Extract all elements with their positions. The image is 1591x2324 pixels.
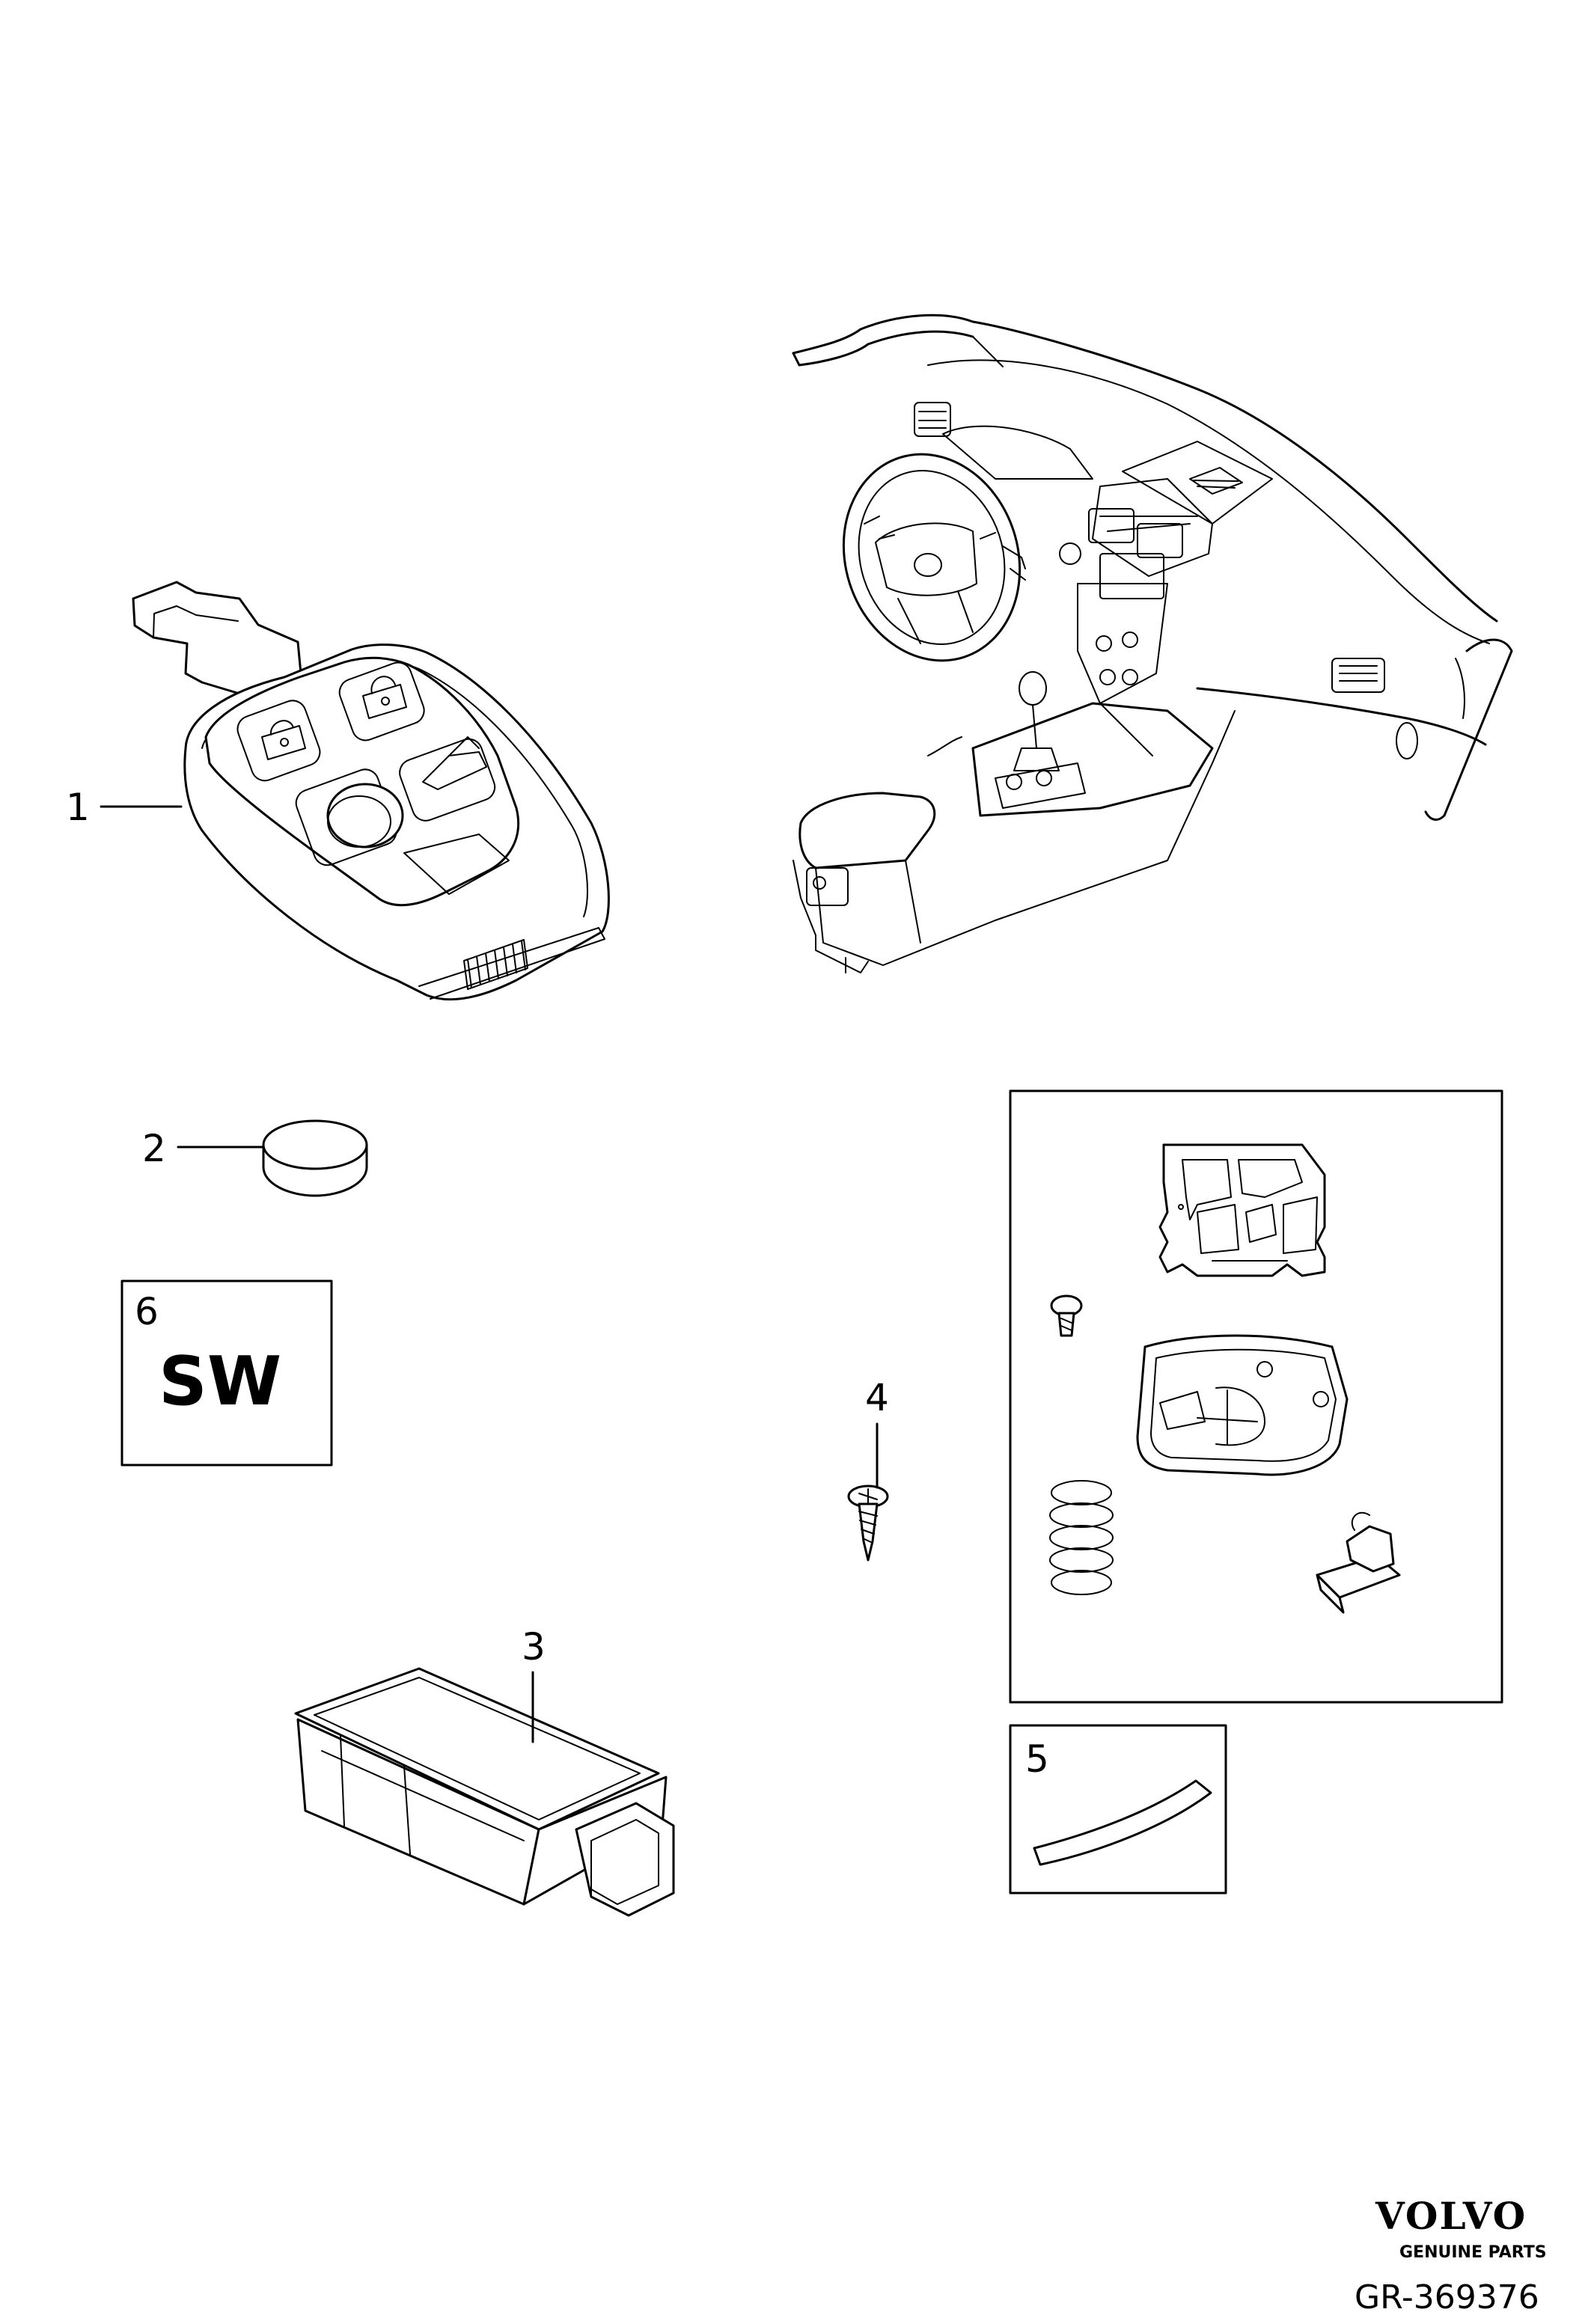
callout-3: 3 — [522, 1625, 546, 1669]
callout-6: 6 — [135, 1290, 159, 1333]
callout-4: 4 — [865, 1376, 889, 1419]
spring — [1049, 1480, 1114, 1595]
label-strip-illustration — [1033, 1779, 1212, 1866]
software-box — [120, 1279, 333, 1467]
genuine-parts-tagline: GENUINE PARTS — [1399, 2243, 1547, 2262]
callout-1: 1 — [66, 786, 90, 829]
volvo-logo-text: VOLVO — [1375, 2194, 1527, 2238]
callout-5: 5 — [1025, 1737, 1049, 1781]
diagram-reference: GR-369376 — [1355, 2278, 1539, 2317]
repair-kit-box — [1009, 1089, 1503, 1704]
coin-battery-illustration — [262, 1119, 368, 1197]
callout-2: 2 — [142, 1127, 166, 1170]
barcode-texture — [463, 939, 528, 990]
kit-contents — [1049, 1143, 1401, 1614]
software-label: SW — [159, 1342, 281, 1421]
dashboard-illustration — [792, 314, 1513, 973]
remote-key-illustration — [132, 581, 610, 1001]
screw-illustration — [847, 1484, 889, 1562]
antenna-module-illustration — [294, 1667, 675, 1917]
label-box — [1009, 1724, 1227, 1895]
